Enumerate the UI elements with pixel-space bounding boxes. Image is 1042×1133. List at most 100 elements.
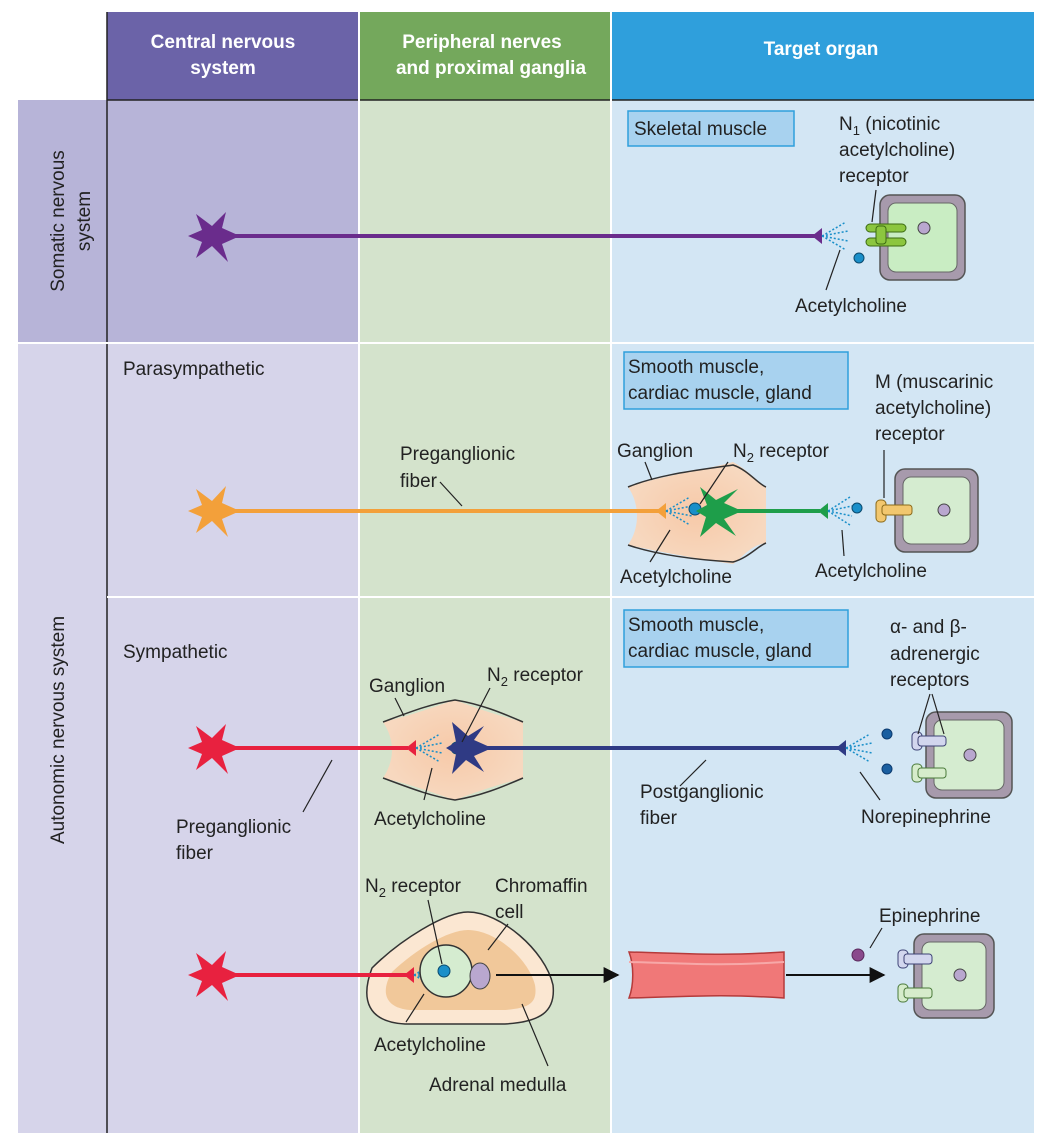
sympathetic-ganglion-leader xyxy=(394,697,405,717)
sympathetic-ganglion-acetylcholine: Acetylcholine xyxy=(374,809,486,830)
somatic-row: Skeletal muscle N1 (nicotinic acetylchol… xyxy=(188,110,966,317)
parasympathetic-target-box xyxy=(623,351,849,410)
muscarinic-label-line1: M (muscarinic xyxy=(875,372,993,393)
chromaffin-leader xyxy=(487,923,509,951)
nicotinic-receptor-icon xyxy=(865,223,907,247)
parasympathetic-target-line2: cardiac muscle, gland xyxy=(628,383,812,404)
sympathetic-ach-leader xyxy=(423,767,433,801)
adrenal-row: N2 receptor Chromaffin cell Acetylcholin… xyxy=(188,876,995,1096)
postganglionic-leader xyxy=(679,759,707,787)
adrenal-acetylcholine-label: Acetylcholine xyxy=(374,1035,486,1056)
cns-column-autonomic-bg xyxy=(107,343,358,1133)
header-target xyxy=(612,12,1034,100)
parasympathetic-ganglion-label: Ganglion xyxy=(617,441,693,462)
somatic-neuron-body xyxy=(188,212,240,262)
parasympathetic-row: Parasympathetic xyxy=(123,351,993,588)
sympathetic-title: Sympathetic xyxy=(123,642,228,663)
n2-receptor-molecule xyxy=(688,502,702,516)
alpha-adrenergic-receptor-icon xyxy=(911,731,947,751)
somatic-side-bg xyxy=(18,100,107,343)
header-target-label: Target organ xyxy=(764,39,879,60)
parasympathetic-target-spray xyxy=(827,496,853,526)
sympathetic-target-line2: cardiac muscle, gland xyxy=(628,641,812,662)
beta-adrenergic-receptor-icon xyxy=(897,983,933,1003)
adrenergic-leader-b xyxy=(931,693,945,735)
adrenergic-label-line2: adrenergic xyxy=(890,644,980,665)
sympathetic-target-spray xyxy=(845,733,873,763)
norepinephrine-molecule xyxy=(881,728,893,740)
cns-column-somatic-bg xyxy=(107,100,358,343)
adrenal-neuron-body xyxy=(188,951,240,1001)
adrenal-ach-leader xyxy=(405,993,425,1023)
postganglionic-line1: Postganglionic xyxy=(640,782,764,803)
blood-vessel xyxy=(627,951,785,999)
parasympathetic-target-cell xyxy=(902,476,971,545)
adrenergic-label-line3: receptors xyxy=(890,670,969,691)
n1-receptor-label-line1: N1 (nicotinic xyxy=(839,114,940,138)
skeletal-muscle-label: Skeletal muscle xyxy=(634,119,767,140)
skeletal-muscle-nucleus xyxy=(917,221,931,235)
muscarinic-label-line3: receptor xyxy=(875,424,945,445)
parasympathetic-n2-label: N2 receptor xyxy=(733,441,830,465)
muscarinic-receptor-icon xyxy=(875,499,913,523)
acetylcholine-leader xyxy=(825,249,841,291)
n2-receptor-molecule xyxy=(437,964,451,978)
parasympathetic-target-acetylcholine: Acetylcholine xyxy=(815,561,927,582)
sympathetic-preganglionic-leader xyxy=(302,759,333,813)
skeletal-muscle-box xyxy=(627,110,795,147)
header-pns-line2: and proximal ganglia xyxy=(396,58,586,79)
target-cell-nucleus xyxy=(963,748,977,762)
sympathetic-preganglionic-line1: Preganglionic xyxy=(176,817,291,838)
adrenal-medulla-leader xyxy=(521,1003,549,1067)
n1-receptor-label-line2: acetylcholine) xyxy=(839,140,955,161)
parasympathetic-ganglion-acetylcholine: Acetylcholine xyxy=(620,567,732,588)
parasympathetic-ganglion-neuron xyxy=(696,487,742,537)
chromaffin-nucleus xyxy=(469,962,491,990)
sympathetic-n2-leader xyxy=(461,687,491,743)
adrenergic-label-line1: α- and β- xyxy=(890,617,967,638)
somatic-side-label-line1: Somatic nervous xyxy=(48,150,69,292)
somatic-side-label-line2: system xyxy=(74,191,95,251)
adrenal-medulla-label: Adrenal medulla xyxy=(429,1075,567,1096)
parasympathetic-n2-leader xyxy=(699,461,729,505)
muscarinic-label-line2: acetylcholine) xyxy=(875,398,991,419)
beta-adrenergic-receptor-icon xyxy=(911,763,947,783)
target-cell-nucleus xyxy=(937,503,951,517)
n1-receptor-label-line3: receptor xyxy=(839,166,909,187)
postganglionic-line2: fiber xyxy=(640,808,678,829)
sympathetic-ganglion-spray xyxy=(415,733,443,763)
sympathetic-ganglion-label: Ganglion xyxy=(369,676,445,697)
autonomic-side-bg xyxy=(18,343,107,1133)
parasympathetic-ganglion-spray xyxy=(665,496,693,526)
norepinephrine-leader xyxy=(859,771,881,801)
sympathetic-target-box xyxy=(623,609,849,668)
norepinephrine-label: Norepinephrine xyxy=(861,807,991,828)
parasympathetic-ganglion-leader xyxy=(644,461,653,481)
chromaffin-label-line2: cell xyxy=(495,902,524,923)
header-cns-line2: system xyxy=(190,58,256,79)
sympathetic-neuron-body xyxy=(188,724,240,774)
sympathetic-pre-terminal xyxy=(406,740,416,756)
sympathetic-n2-label: N2 receptor xyxy=(487,665,584,689)
parasympathetic-neuron-body xyxy=(188,486,240,537)
parasympathetic-pre-terminal xyxy=(656,503,666,519)
sympathetic-preganglionic-line2: fiber xyxy=(176,843,214,864)
acetylcholine-molecule xyxy=(851,502,863,514)
adrenal-n2-leader xyxy=(427,899,443,965)
sympathetic-ganglion-neuron xyxy=(446,722,492,774)
parasympathetic-target-ach-leader xyxy=(841,529,845,557)
header-cns xyxy=(107,12,358,100)
n1-receptor-leader xyxy=(871,189,877,223)
adrenal-pre-terminal xyxy=(404,967,414,983)
parasympathetic-title: Parasympathetic xyxy=(123,359,265,380)
autonomic-side-label: Autonomic nervous system xyxy=(48,616,69,844)
acetylcholine-molecule xyxy=(853,252,865,264)
header-cns-line1: Central nervous xyxy=(151,32,296,53)
blood-vessel-highlight xyxy=(628,961,785,966)
parasympathetic-post-terminal xyxy=(818,503,828,519)
parasympathetic-ganglion-bottom xyxy=(627,542,767,563)
sympathetic-ganglion-bottom xyxy=(382,777,524,801)
parasympathetic-ach-leader xyxy=(649,529,671,563)
parasympathetic-ganglion-top xyxy=(627,464,767,488)
